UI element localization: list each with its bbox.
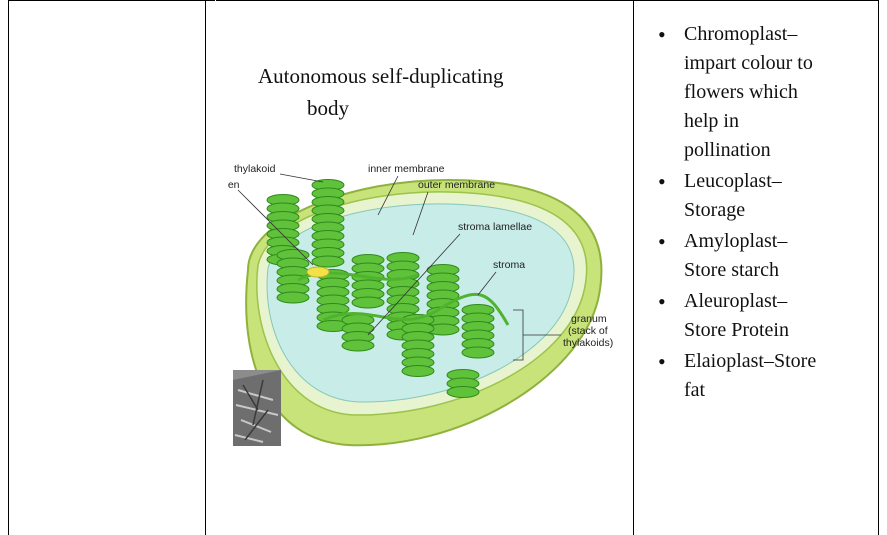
plastid-type-line: Leucoplast– [684, 170, 782, 192]
cell-gap [215, 0, 216, 30]
label-thylakoid: thylakoid [234, 163, 276, 175]
label-lumen: nen [228, 179, 240, 191]
lumen-highlight [307, 267, 329, 277]
thylakoid-disc [352, 297, 384, 308]
plastid-type-line: fat [684, 379, 705, 401]
micrograph-image [233, 370, 281, 446]
thylakoid-disc [277, 292, 309, 303]
plastid-type-line: impart colour to [684, 52, 813, 74]
label-granum-2: (stack of [568, 325, 608, 337]
plastid-type-line: Aleuroplast– [684, 290, 787, 312]
thylakoid-disc [447, 387, 479, 398]
plastid-type-item: Leucoplast– Storage [654, 167, 879, 225]
column-divider-2 [633, 0, 634, 535]
plastid-type-item: Aleuroplast– Store Protein [654, 287, 879, 345]
table-border-left [8, 0, 9, 535]
plastid-type-line: pollination [684, 139, 771, 161]
label-granum: granum [571, 313, 607, 325]
label-stroma-lamellae: stroma lamellae [458, 221, 532, 233]
label-stroma: stroma [493, 259, 525, 271]
plastid-type-item: Chromoplast– impart colour to flowers whic… [654, 20, 879, 165]
label-inner-membrane: inner membrane [368, 163, 445, 175]
plastid-type-line: Store starch [684, 259, 779, 281]
thylakoid-disc [312, 256, 344, 267]
chloroplast-diagram: thylakoid nen inner membrane outer membr… [228, 160, 628, 460]
plastid-type-line: Chromoplast– [684, 23, 797, 45]
table-top-border [8, 0, 879, 1]
plastid-type-line: help in [684, 110, 739, 132]
cell-heading: Autonomous self-duplicating body [258, 60, 598, 124]
column-divider-1 [205, 0, 206, 535]
plastid-type-line: flowers which [684, 81, 798, 103]
thylakoid-disc [402, 366, 434, 377]
plastid-type-item: Elaioplast–Store fat [654, 347, 879, 405]
thylakoid-disc [462, 347, 494, 358]
plastid-type-line: Elaioplast–Store [684, 350, 816, 372]
heading-line-1: Autonomous self-duplicating [258, 64, 504, 88]
plastid-type-line: Storage [684, 199, 745, 221]
heading-line-2: body [258, 92, 598, 124]
leader-thylakoid [280, 174, 323, 182]
thylakoid-disc [342, 340, 374, 351]
plastid-type-line: Amyloplast– [684, 230, 787, 252]
plastid-type-item: Amyloplast– Store starch [654, 227, 879, 285]
label-outer-membrane: outer membrane [418, 179, 495, 191]
label-granum-3: thylakoids) [563, 337, 613, 349]
plastid-type-line: Store Protein [684, 319, 789, 341]
plastid-types-list: Chromoplast– impart colour to flowers whic… [654, 20, 879, 407]
